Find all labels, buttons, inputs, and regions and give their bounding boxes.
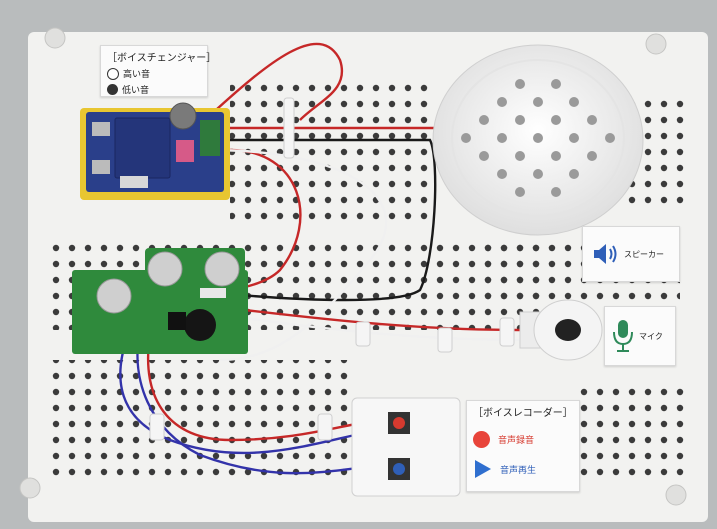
play-icon xyxy=(475,460,491,478)
high-pitch-label: 高い音 xyxy=(123,70,151,80)
button-module xyxy=(351,397,461,497)
voice-changer-board xyxy=(80,102,230,200)
record-label: 音声録音 xyxy=(498,436,535,446)
microphone-module xyxy=(519,299,603,361)
empty-circle-icon xyxy=(107,67,119,80)
cable-ties xyxy=(149,97,515,441)
low-pitch-label: 低い音 xyxy=(122,86,150,96)
speaker-icon xyxy=(594,244,617,264)
speaker-label: スピーカー xyxy=(624,249,664,259)
voice-changer-card: ［ボイスチェンジャー］ 高い音 低い音 xyxy=(100,45,217,97)
mic-label: マイク xyxy=(639,331,663,341)
play-label: 音声再生 xyxy=(500,465,537,476)
record-item: 音声録音 xyxy=(473,431,573,448)
low-pitch-option: 低い音 xyxy=(107,83,201,96)
speaker xyxy=(432,44,644,236)
voice-recorder-card: ［ボイスレコーダー］ 音声録音 音声再生 xyxy=(466,400,580,492)
record-icon xyxy=(473,431,490,448)
high-pitch-option: 高い音 xyxy=(107,67,201,80)
voice-recorder-board xyxy=(72,248,248,354)
corner-posts xyxy=(19,27,687,506)
voice-changer-title: ［ボイスチェンジャー］ xyxy=(107,53,217,64)
voice-recorder-title: ［ボイスレコーダー］ xyxy=(473,408,573,419)
play-item: 音声再生 xyxy=(473,460,573,478)
microphone-icon xyxy=(613,320,633,352)
filled-circle-icon xyxy=(107,84,118,95)
mic-card: マイク xyxy=(604,306,676,366)
speaker-card: スピーカー xyxy=(582,226,680,282)
